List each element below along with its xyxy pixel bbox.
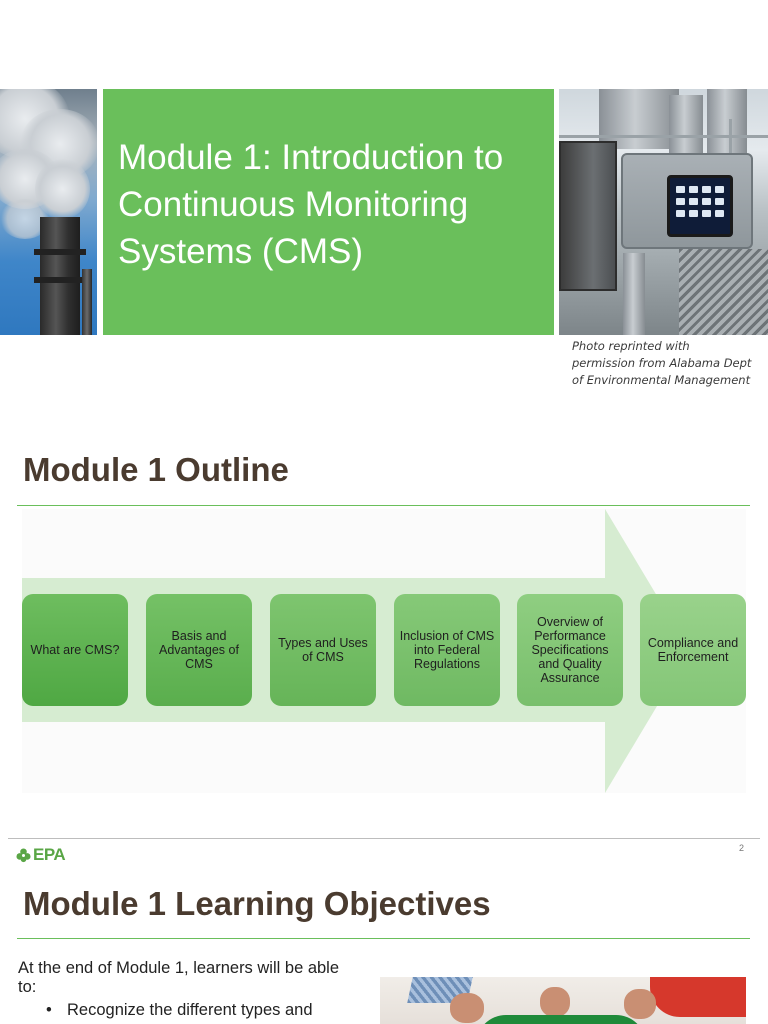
- caption-line: Photo reprinted with: [572, 339, 690, 353]
- title-divider: [17, 938, 750, 939]
- monitoring-equipment-photo: [559, 89, 768, 335]
- footer-divider: [8, 838, 760, 839]
- caption-line: permission from Alabama Dept: [572, 356, 752, 370]
- title-banner: [103, 89, 554, 335]
- title-divider: [17, 505, 750, 506]
- outline-step: Compliance and Enforcement: [640, 594, 746, 706]
- title-line: Continuous Monitoring: [118, 185, 469, 224]
- epa-flower-icon: [16, 847, 31, 862]
- title-line: Module 1: Introduction to: [118, 138, 504, 177]
- slide1-title: Module 1: Introduction to Continuous Mon…: [118, 134, 558, 275]
- outline-step: Types and Uses of CMS: [270, 594, 376, 706]
- smokestack-photo: [0, 89, 97, 335]
- outline-step: Overview of Performance Specifications a…: [517, 594, 623, 706]
- title-line: Systems (CMS): [118, 232, 363, 271]
- intro-line: At the end of Module 1, learners will be…: [18, 959, 340, 977]
- caption-line: of Environmental Management: [572, 373, 751, 387]
- bullet-text: Recognize the different types and: [67, 1001, 313, 1019]
- epa-logo-text: EPA: [33, 845, 66, 864]
- bullet-icon: •: [46, 1001, 52, 1019]
- intro-line: to:: [18, 978, 37, 996]
- hands-photo: [380, 977, 746, 1024]
- slide2-title: Module 1 Outline: [23, 451, 289, 488]
- page-number: 2: [739, 843, 745, 853]
- outline-step: Basis and Advantages of CMS: [146, 594, 252, 706]
- slide3-title: Module 1 Learning Objectives: [23, 885, 491, 922]
- epa-logo: EPA: [16, 845, 66, 865]
- photo-caption: Photo reprinted with permission from Ala…: [572, 338, 762, 389]
- objectives-intro: At the end of Module 1, learners will be…: [18, 959, 368, 997]
- objective-bullet: • Recognize the different types and: [46, 1001, 346, 1020]
- outline-step: What are CMS?: [22, 594, 128, 706]
- outline-step: Inclusion of CMS into Federal Regulation…: [394, 594, 500, 706]
- process-arrow: [22, 509, 690, 793]
